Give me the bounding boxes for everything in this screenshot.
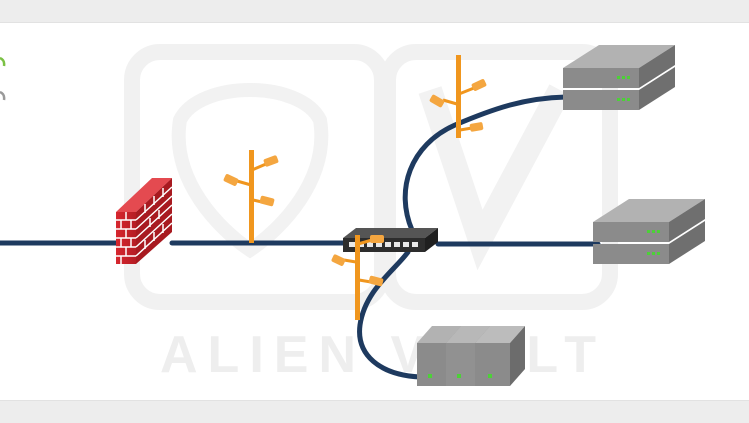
security-camera-pole-bottom-icon — [331, 235, 384, 320]
server-rack-bottom-icon — [417, 326, 525, 386]
bottom-bar — [0, 400, 749, 423]
cables — [0, 94, 601, 380]
cropped-logo-mark — [0, 56, 6, 101]
top-bar — [0, 0, 749, 23]
watermark-text: ALIEN VAULT — [160, 326, 606, 384]
security-camera-pole-top-icon — [429, 55, 487, 138]
server-stack-top-right-icon — [563, 45, 675, 110]
security-camera-pole-left-icon — [223, 150, 279, 243]
cable-switch-server-top — [402, 94, 569, 233]
server-stack-mid-right-icon — [593, 199, 705, 264]
firewall-icon — [116, 178, 173, 264]
watermark: ALIEN VAULT — [124, 44, 618, 384]
cable-switch-server-bottom — [357, 249, 423, 380]
